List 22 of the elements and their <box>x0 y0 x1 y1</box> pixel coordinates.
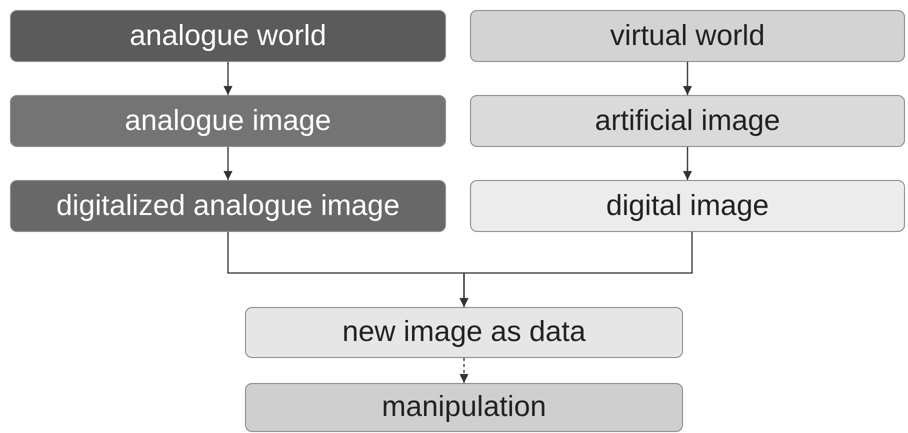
box-label: new image as data <box>342 316 586 349</box>
process-box <box>10 10 446 62</box>
process-box <box>470 180 905 232</box>
process-box <box>245 383 683 432</box>
arrow <box>224 147 232 180</box>
arrow <box>683 62 692 95</box>
box-label: digitalized analogue image <box>56 190 400 222</box>
process-box <box>470 10 905 62</box>
arrow <box>460 358 468 383</box>
arrow <box>460 232 693 307</box>
process-box <box>470 95 905 147</box>
process-box <box>245 307 683 358</box>
arrow <box>224 62 232 95</box>
process-box <box>10 180 446 232</box>
box-label: virtual world <box>610 20 765 52</box>
box-label: artificial image <box>594 104 780 138</box>
process-box <box>10 95 446 147</box>
box-label: analogue image <box>124 104 332 138</box>
box-label: analogue world <box>130 20 326 52</box>
box-label: digital image <box>606 190 769 222</box>
arrow <box>683 147 692 180</box>
box-label: manipulation <box>382 391 546 424</box>
